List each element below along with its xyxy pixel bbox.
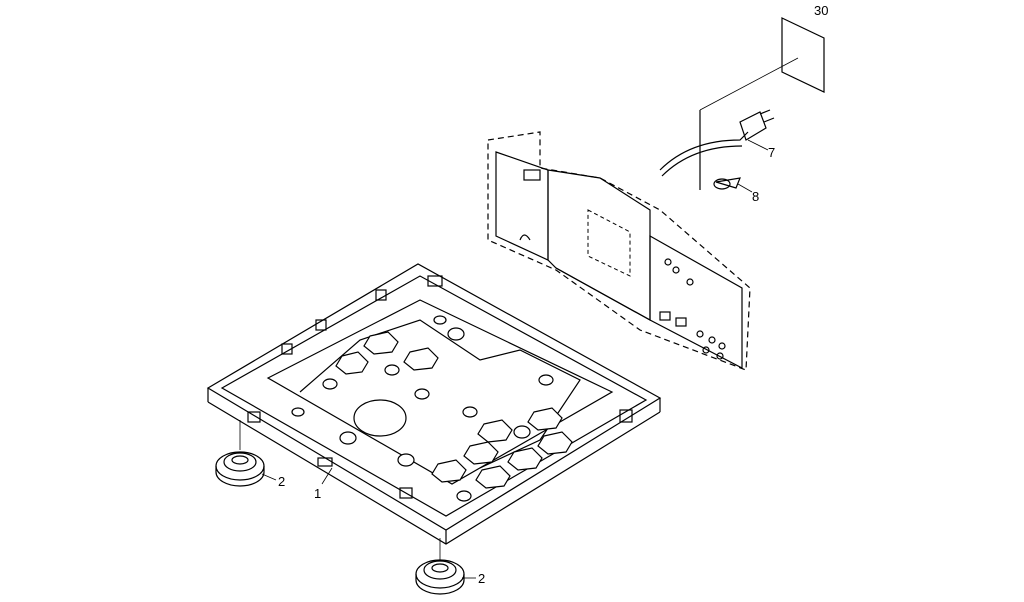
- part-1-leader: [321, 467, 333, 485]
- callout-2-left: 2: [278, 474, 285, 489]
- power-cord: [659, 109, 775, 190]
- cord-clamp: [713, 177, 753, 193]
- callout-8: 8: [752, 189, 759, 204]
- label-sheet: [699, 17, 825, 111]
- callout-7: 7: [768, 145, 775, 160]
- chassis-base: [206, 263, 662, 545]
- foot-left: [215, 420, 277, 487]
- callout-2-front: 2: [478, 571, 485, 586]
- rear-panel: [487, 131, 751, 371]
- callout-30: 30: [814, 3, 828, 18]
- foot-front: [415, 538, 476, 595]
- callout-1: 1: [314, 486, 321, 501]
